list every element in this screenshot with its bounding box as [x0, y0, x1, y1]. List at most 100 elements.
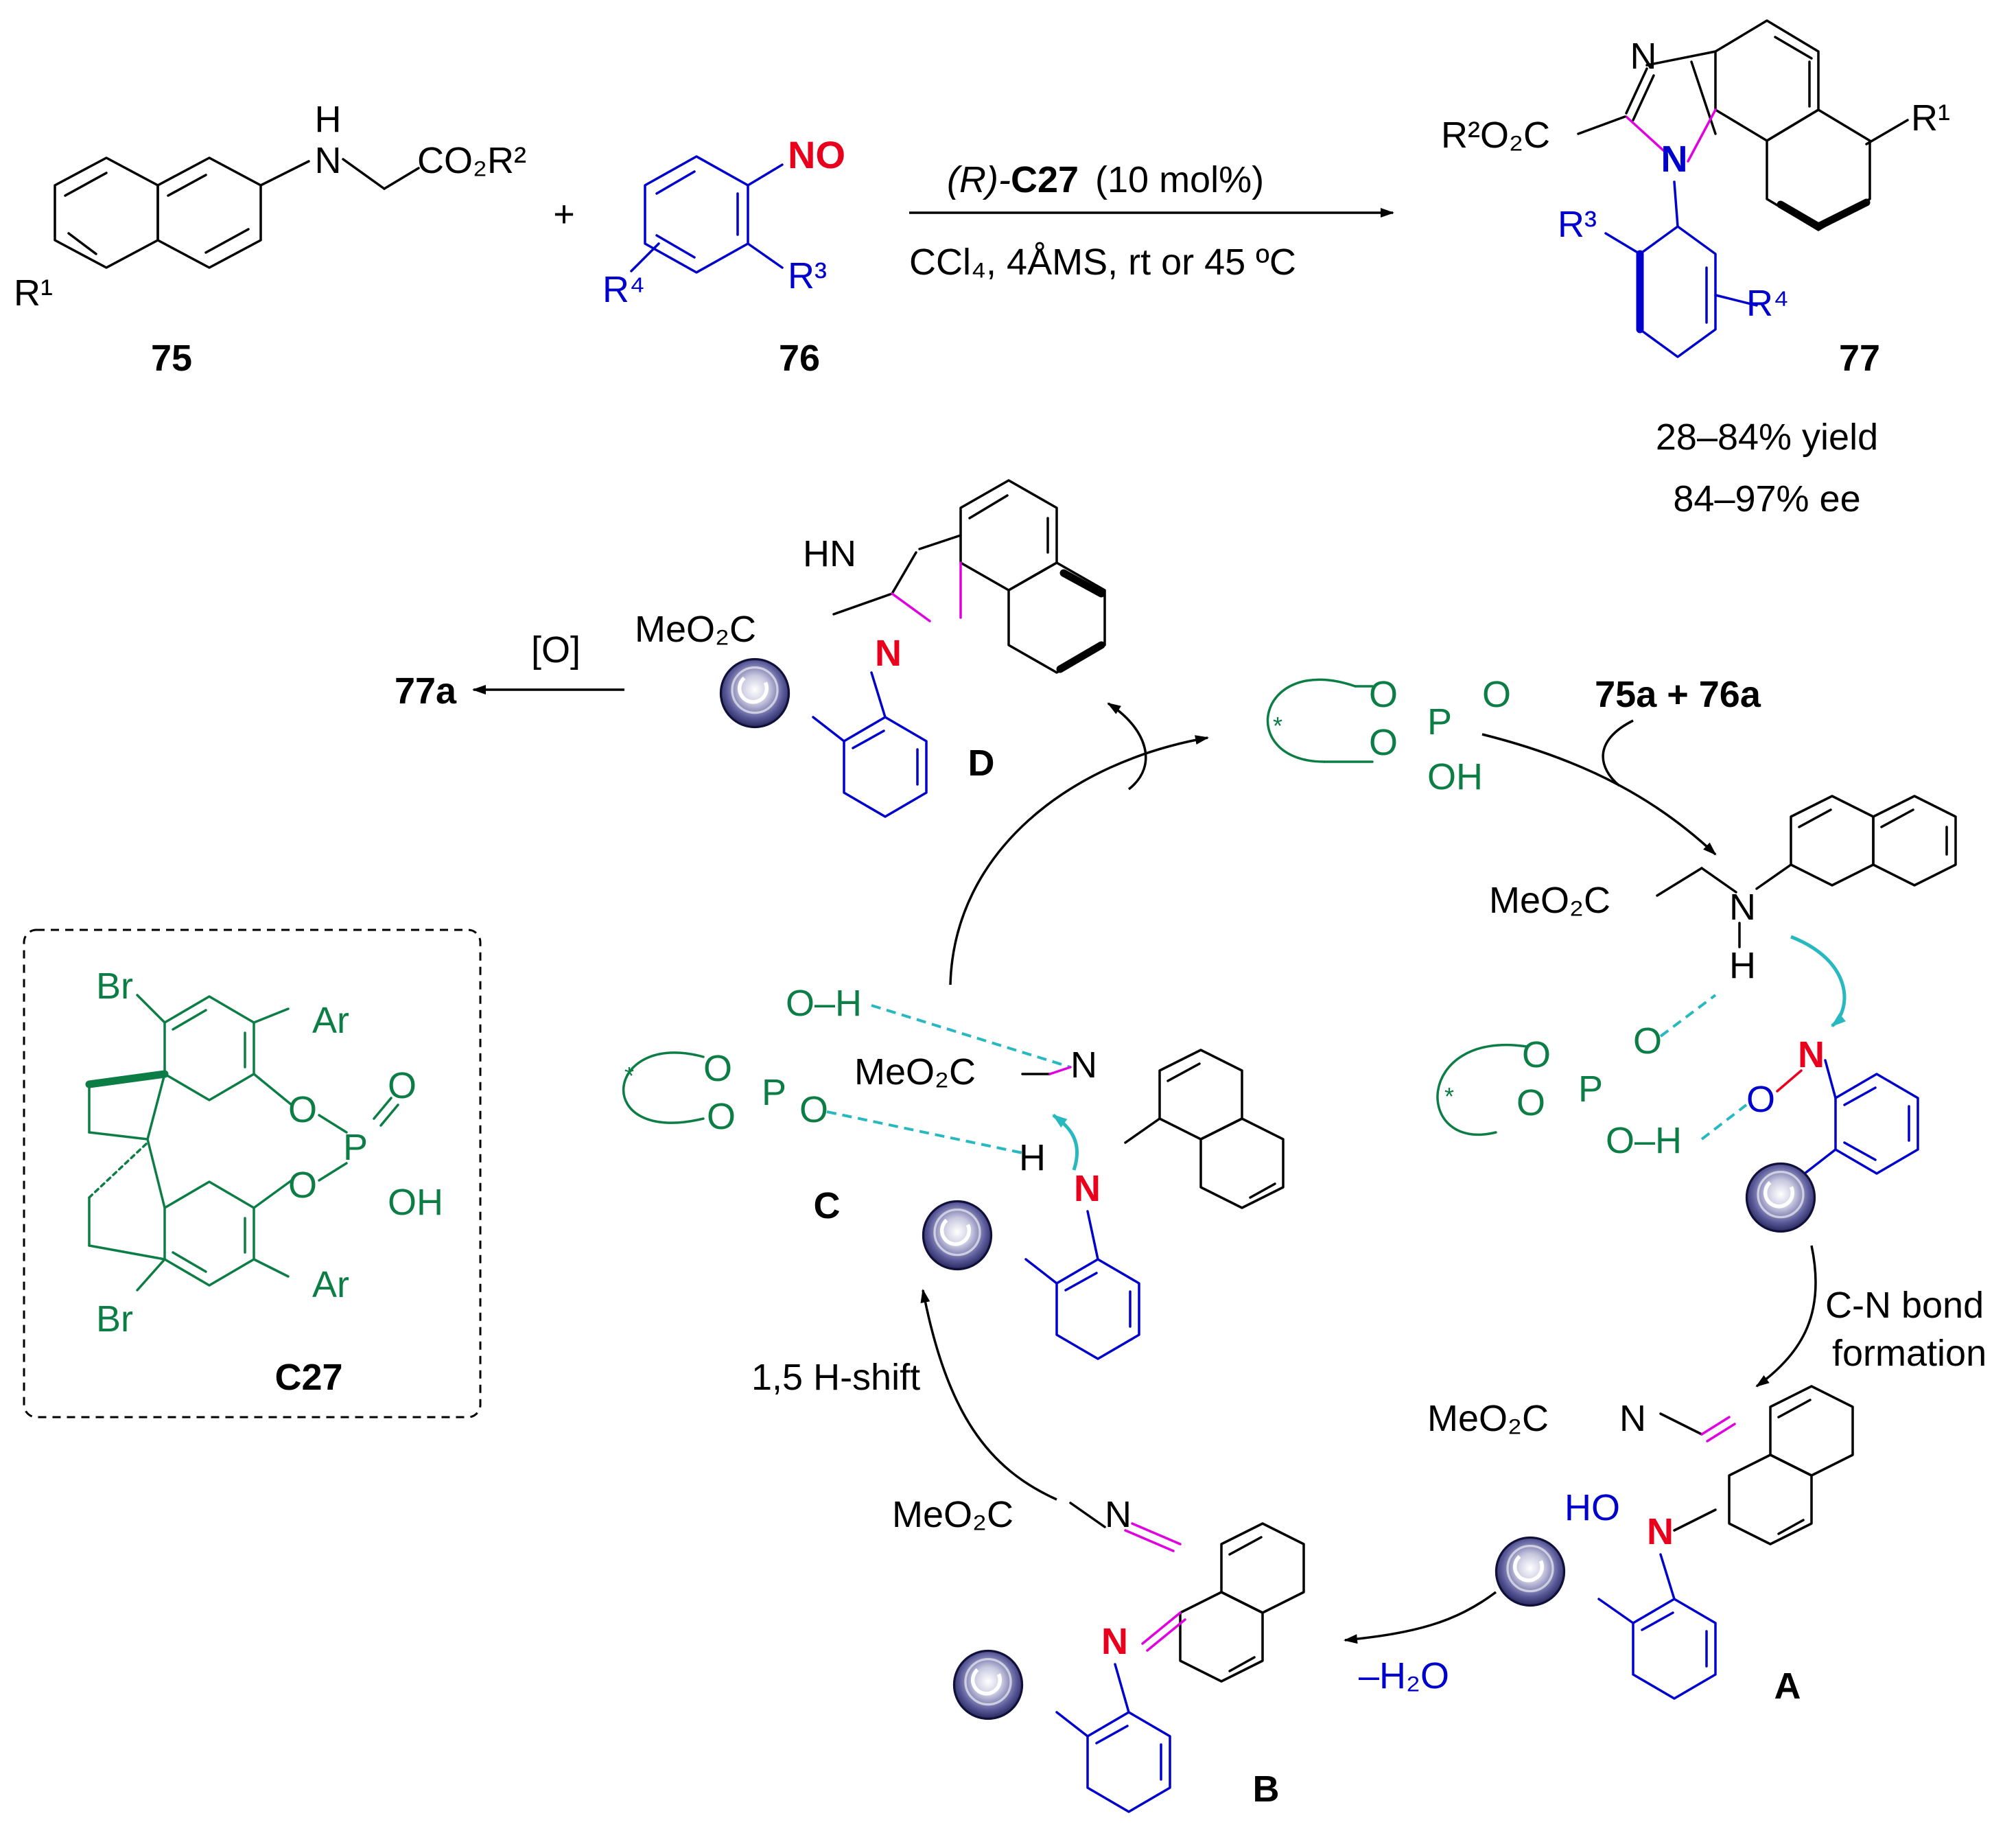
product-n-top: N	[1630, 36, 1657, 77]
ester-group: CO₂R²	[417, 140, 526, 181]
substituent-r4: R⁴	[602, 269, 645, 310]
catalyst-c27-box: Br Br Ar Ar O O P O OH C27	[23, 929, 482, 1419]
substituent-r1: R¹	[14, 272, 53, 314]
substrate-ball-icon	[1497, 1538, 1564, 1606]
conditions-line-2: CCl₄, 4ÅMS, rt or 45 ºC	[909, 242, 1296, 283]
product-ester: R²O₂C	[1441, 115, 1550, 156]
c-p: P	[762, 1072, 786, 1113]
nitroso-o: O	[1746, 1079, 1775, 1120]
substrate-ball-icon	[1747, 1164, 1815, 1232]
compound-76-label: 76	[779, 338, 820, 379]
amine-nitrogen: N	[315, 140, 342, 181]
cat-o2: O	[1369, 722, 1398, 763]
a-imine-n: N	[1619, 1398, 1646, 1439]
arrow-dehydration	[1344, 1591, 1497, 1644]
product-r3: R³	[1558, 204, 1597, 245]
product-n-bottom: N	[1661, 139, 1688, 180]
c27-oh: OH	[388, 1182, 443, 1223]
a-ester: MeO₂C	[1427, 1398, 1549, 1439]
product-r1: R¹	[1911, 97, 1950, 139]
plus-sign: +	[553, 194, 575, 235]
chiral-star: *	[624, 1062, 634, 1090]
b-imine-n: N	[1105, 1494, 1132, 1535]
c-ester: MeO₂C	[854, 1051, 976, 1093]
complex-p: P	[1578, 1069, 1603, 1110]
complex-o2: O	[1516, 1082, 1545, 1123]
nitroso-n: N	[1798, 1034, 1825, 1075]
c-o2: O	[707, 1096, 736, 1137]
reactant-entry: 75a + 76a	[1595, 674, 1761, 715]
c-o-double: O	[799, 1089, 828, 1130]
curved-arrow-amine	[1790, 935, 1847, 1027]
c-h: H	[1019, 1137, 1046, 1178]
substrate-ball-icon	[924, 1202, 992, 1270]
intermediate-b: MeO₂C N N B	[892, 1494, 1305, 1813]
nitroso-group: NO	[788, 133, 845, 176]
substituent-r3: R³	[788, 255, 827, 296]
arrow-catalyst-to-amine	[1481, 733, 1717, 856]
a-ho: HO	[1564, 1487, 1620, 1528]
compound-75: H N CO₂R² R¹ 75	[14, 99, 526, 379]
substrate-ball-icon	[721, 660, 789, 727]
cat-o-double: O	[1482, 674, 1511, 715]
cat-p: P	[1427, 701, 1452, 743]
intermediate-a: MeO₂C N HO N A	[1427, 1385, 1854, 1707]
complex-oh: O–H	[1606, 1120, 1682, 1161]
amine-n: N	[1729, 887, 1756, 928]
cat-oh: OH	[1427, 756, 1483, 797]
c-n: N	[1074, 1168, 1101, 1209]
amine-ester: MeO₂C	[1489, 880, 1610, 921]
c-imine-n: N	[1070, 1044, 1097, 1086]
catalyst-top: * O O P O OH	[1266, 674, 1511, 797]
chiral-star: *	[1444, 1082, 1454, 1110]
c27-ar-top: Ar	[312, 1000, 349, 1041]
oxidant: [O]	[531, 629, 581, 670]
c-label: C	[814, 1185, 841, 1226]
compound-76: NO R⁴ R³ 76	[602, 133, 845, 379]
substrate-ball-icon	[954, 1651, 1022, 1719]
d-hn: HN	[803, 533, 856, 574]
step-cn-line2: formation	[1832, 1333, 1986, 1374]
compound-77-label: 77	[1839, 338, 1880, 379]
a-n: N	[1647, 1511, 1674, 1552]
amine-h: H	[1729, 945, 1756, 986]
c27-o2: O	[288, 1165, 317, 1206]
c27-label: C27	[274, 1357, 342, 1398]
b-aryl-n: N	[1101, 1621, 1128, 1662]
d-label: D	[968, 743, 995, 784]
ee-range: 84–97% ee	[1673, 478, 1860, 520]
chiral-star: *	[1273, 712, 1282, 740]
arrow-c-to-catalyst	[949, 735, 1209, 985]
arrow-entry	[1602, 719, 1634, 787]
cat-o1: O	[1369, 674, 1398, 715]
complex-o-double: O	[1633, 1020, 1662, 1062]
d-n: N	[875, 633, 902, 674]
product-77a: 77a	[395, 670, 457, 712]
b-ester: MeO₂C	[892, 1494, 1013, 1535]
catalyst-nitroso-complex: * O O P O O–H O N	[1436, 994, 1919, 1232]
conditions-line-1: (R)-C27(10 mol%)	[947, 159, 1264, 200]
compound-77: N N R²O₂C R¹ R³ R⁴ 77 28–84% yield 84–97…	[1441, 19, 1950, 520]
c27-p: P	[343, 1127, 368, 1168]
arrow-h-shift	[920, 1289, 1057, 1501]
b-label: B	[1253, 1769, 1280, 1810]
c27-ar-bottom: Ar	[312, 1264, 349, 1305]
a-label: A	[1774, 1666, 1801, 1707]
c27-o-double: O	[388, 1065, 417, 1106]
intermediate-c: * O O P O–H O MeO₂C N H N C	[622, 983, 1285, 1360]
step-h-shift: 1,5 H-shift	[751, 1357, 920, 1398]
arrow-to-d	[1107, 702, 1147, 791]
compound-75-label: 75	[151, 338, 192, 379]
nh-hydrogen: H	[315, 99, 342, 140]
product-r4: R⁴	[1746, 283, 1789, 324]
c27-br-top: Br	[96, 966, 133, 1007]
c-o1: O	[703, 1048, 732, 1089]
yield-range: 28–84% yield	[1656, 417, 1878, 458]
arrow-cn-formation	[1755, 1245, 1817, 1388]
c-oh: O–H	[786, 983, 862, 1024]
d-ester: MeO₂C	[635, 609, 756, 650]
amine-complex: MeO₂C N H	[1489, 795, 1957, 986]
c27-br-bottom: Br	[96, 1298, 133, 1340]
step-water: –H₂O	[1359, 1655, 1449, 1696]
